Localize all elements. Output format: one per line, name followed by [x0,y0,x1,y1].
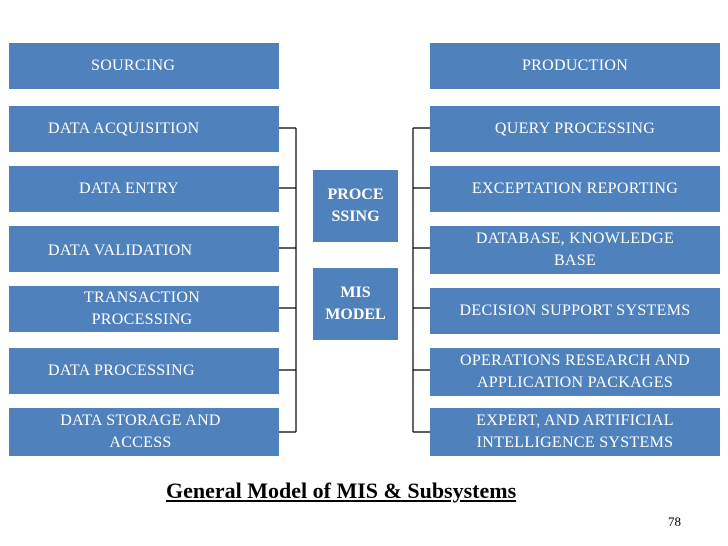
left-box-label: DATA ENTRY [79,180,179,197]
right-box-operations-research: OPERATIONS RESEARCH AND APPLICATION PACK… [430,348,720,396]
left-box-label: DATA STORAGE AND ACCESS [60,412,221,451]
right-box-label: DATABASE, KNOWLEDGE BASE [475,230,675,269]
left-box-data-acquisition: DATA ACQUISITION [9,106,279,152]
right-box-label: EXCEPTATION REPORTING [471,180,679,197]
diagram-caption: General Model of MIS & Subsystems [166,478,517,503]
left-box-sourcing: SOURCING [9,43,279,89]
right-box-label: EXPERT, AND ARTIFICIAL INTELLIGENCE SYST… [476,412,674,451]
left-box-label: TRANSACTION PROCESSING [83,289,201,328]
left-box-label: SOURCING [91,57,176,74]
right-box-database-knowledge-base: DATABASE, KNOWLEDGE BASE [430,226,720,274]
page-number: 78 [668,514,681,529]
right-box-decision-support: DECISION SUPPORT SYSTEMS [430,288,720,334]
right-box-exception-reporting: EXCEPTATION REPORTING [430,166,720,212]
left-box-label: DATA ACQUISITION [48,120,200,137]
center-box-mis-model: MIS MODEL [313,268,398,340]
left-box-data-validation: DATA VALIDATION [9,226,279,272]
left-box-label: DATA VALIDATION [48,242,193,259]
right-box-query-processing: QUERY PROCESSING [430,106,720,152]
center-box-label: MIS MODEL [325,284,386,323]
left-box-transaction-processing: TRANSACTION PROCESSING [9,286,279,332]
right-box-expert-ai-systems: EXPERT, AND ARTIFICIAL INTELLIGENCE SYST… [430,408,720,456]
center-box-processing: PROCE SSING [313,170,398,242]
right-box-label: OPERATIONS RESEARCH AND APPLICATION PACK… [459,352,691,391]
center-box-label: PROCE SSING [327,186,384,225]
right-box-label: PRODUCTION [521,57,629,74]
left-box-data-storage: DATA STORAGE AND ACCESS [9,408,279,456]
left-box-data-entry: DATA ENTRY [9,166,279,212]
left-box-label: DATA PROCESSING [48,362,195,379]
right-box-label: QUERY PROCESSING [494,120,656,137]
left-box-data-processing: DATA PROCESSING [9,348,279,394]
right-box-production: PRODUCTION [430,43,720,89]
right-box-label: DECISION SUPPORT SYSTEMS [459,302,691,319]
